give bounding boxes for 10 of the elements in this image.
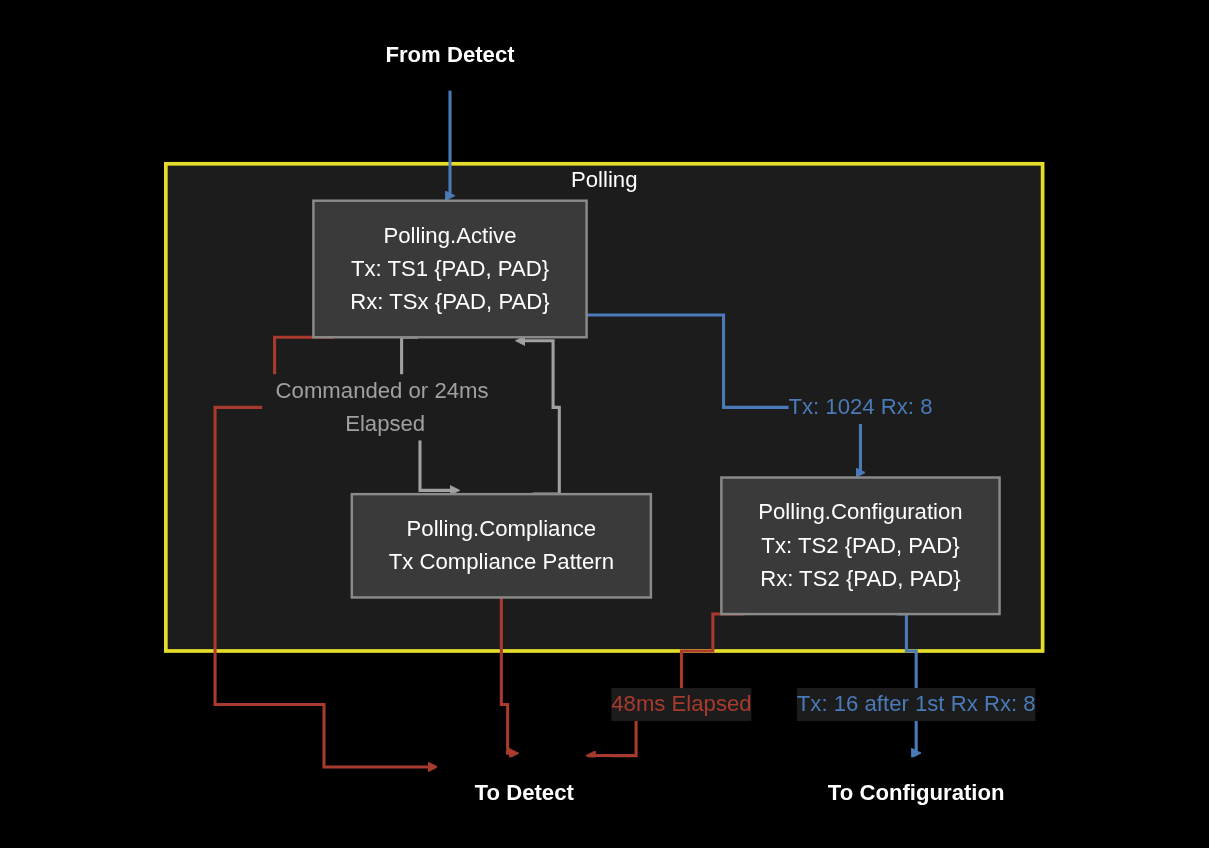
- node-box: Polling.Active Tx: TS1 {PAD, PAD} Rx: TSx {PAD, PAD}: [312, 199, 589, 339]
- edge-label: 48ms Elapsed: [611, 691, 752, 717]
- edge-label: Tx: 16 after 1st Rx Rx: 8: [797, 691, 1036, 717]
- node-text: From Detect: [385, 41, 515, 67]
- edge-label: Commanded or 24ms Elapsed: [275, 377, 489, 436]
- node-text: To Configuration: [828, 780, 1005, 805]
- node-box: Polling.Compliance Tx Compliance Pattern: [350, 492, 653, 599]
- node-box: Polling.Configuration Tx: TS2 {PAD, PAD} Rx: TS2 {PAD, PAD}: [720, 476, 1002, 616]
- node-text: To Detect: [474, 780, 575, 805]
- edge-label: Tx: 1024 Rx: 8: [788, 394, 933, 420]
